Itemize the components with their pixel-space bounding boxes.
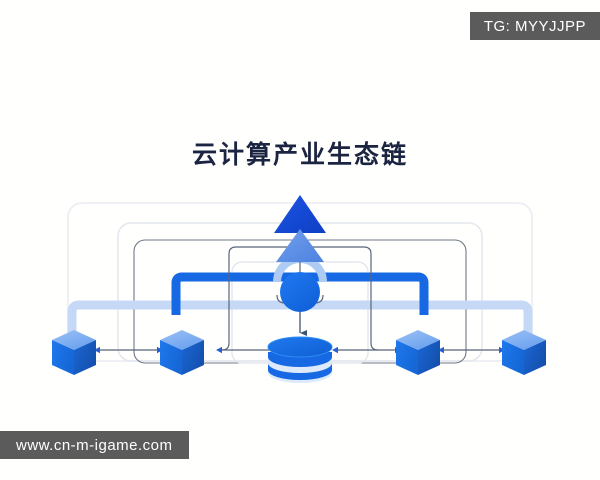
website-watermark-badge: www.cn-m-igame.com [0,431,189,459]
cube-far-left [52,330,96,375]
page-title: 云计算产业生态链 [191,140,408,169]
apex-triangle [274,195,326,233]
database-cylinder [267,336,333,383]
ecosystem-diagram [0,185,600,400]
telegram-watermark-badge: TG: MYYJJPP [469,12,600,40]
cube-left [160,330,204,375]
cube-right [396,330,440,375]
hub-circle [280,272,320,312]
cube-far-right [502,330,546,375]
second-triangle [276,229,324,262]
